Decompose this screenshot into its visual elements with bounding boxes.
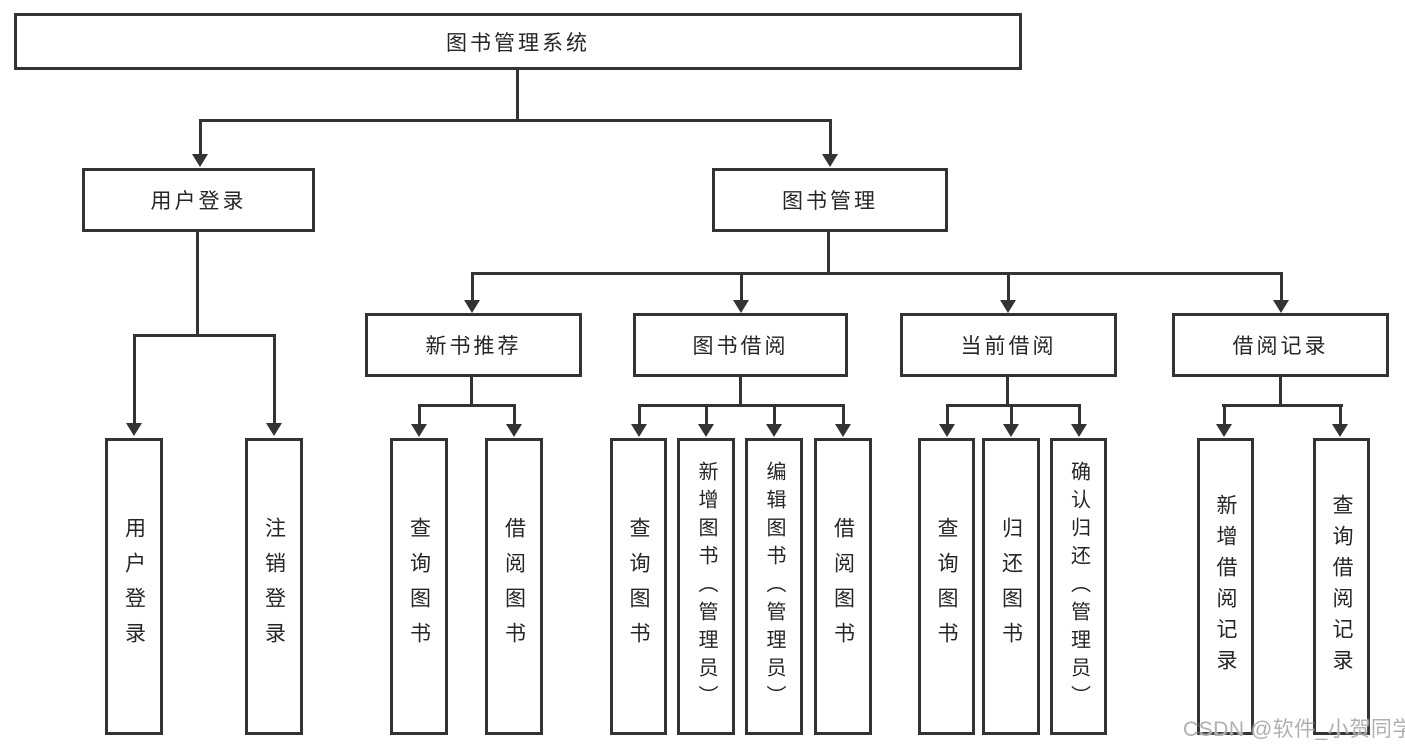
branch-bar — [471, 272, 1283, 275]
node-user-login: 用户登录 — [82, 168, 315, 232]
watermark: CSDN @软件_小贺同学 — [1183, 718, 1405, 741]
leaf-cb-confirm-return-admin: 确认归还（管理员） — [1050, 438, 1107, 735]
down-arrow — [1332, 405, 1348, 437]
leaf-nb-borrow-books: 借阅图书 — [485, 438, 543, 735]
leaf-bb-edit-books-admin: 编辑图书（管理员） — [745, 438, 803, 735]
node-book-borrowing: 图书借阅 — [633, 313, 848, 377]
leaf-br-add-record: 新增借阅记录 — [1197, 438, 1254, 735]
down-arrow — [1003, 405, 1019, 437]
down-arrow — [464, 273, 480, 313]
node-borrow-records: 借阅记录 — [1172, 313, 1389, 377]
leaf-bb-add-books-admin: 新增图书（管理员） — [677, 438, 735, 735]
branch-bar — [638, 404, 845, 407]
leaf-bb-borrow-books: 借阅图书 — [814, 438, 872, 735]
down-arrow — [1216, 405, 1232, 437]
leaf-nb-query-books: 查询图书 — [390, 438, 448, 735]
leaf-cb-query-books: 查询图书 — [918, 438, 975, 735]
down-arrow — [1071, 405, 1087, 437]
leaf-br-query-record: 查询借阅记录 — [1313, 438, 1370, 735]
node-book-management: 图书管理 — [712, 168, 948, 232]
branch-bar — [946, 404, 1081, 407]
node-root: 图书管理系统 — [14, 13, 1022, 70]
branch-line — [196, 232, 199, 336]
down-arrow — [192, 119, 208, 167]
leaf-bb-query-books: 查询图书 — [610, 438, 667, 735]
down-arrow — [939, 405, 955, 437]
branch-bar — [133, 334, 276, 337]
down-arrow — [266, 335, 282, 436]
branch-bar — [1222, 404, 1343, 407]
branch-line — [739, 377, 742, 406]
down-arrow — [835, 405, 851, 437]
leaf-logout: 注销登录 — [245, 438, 303, 735]
down-arrow — [733, 273, 749, 313]
down-arrow — [1273, 273, 1289, 313]
branch-bar — [418, 404, 516, 407]
down-arrow — [698, 405, 714, 437]
down-arrow — [411, 405, 427, 437]
branch-line — [1006, 377, 1009, 406]
leaf-cb-return-books: 归还图书 — [982, 438, 1040, 735]
trunk-branch-bar — [199, 119, 832, 122]
leaf-user-login: 用户登录 — [105, 438, 163, 735]
down-arrow — [506, 405, 522, 437]
branch-line — [470, 377, 473, 406]
down-arrow — [822, 119, 838, 167]
down-arrow — [631, 405, 647, 437]
node-new-book-recommend: 新书推荐 — [365, 313, 582, 377]
branch-line — [1279, 377, 1282, 406]
down-arrow — [766, 405, 782, 437]
down-arrow — [1000, 273, 1016, 313]
trunk-line — [516, 70, 519, 120]
branch-line — [827, 232, 830, 274]
node-current-borrowing: 当前借阅 — [900, 313, 1117, 377]
down-arrow — [126, 335, 142, 436]
